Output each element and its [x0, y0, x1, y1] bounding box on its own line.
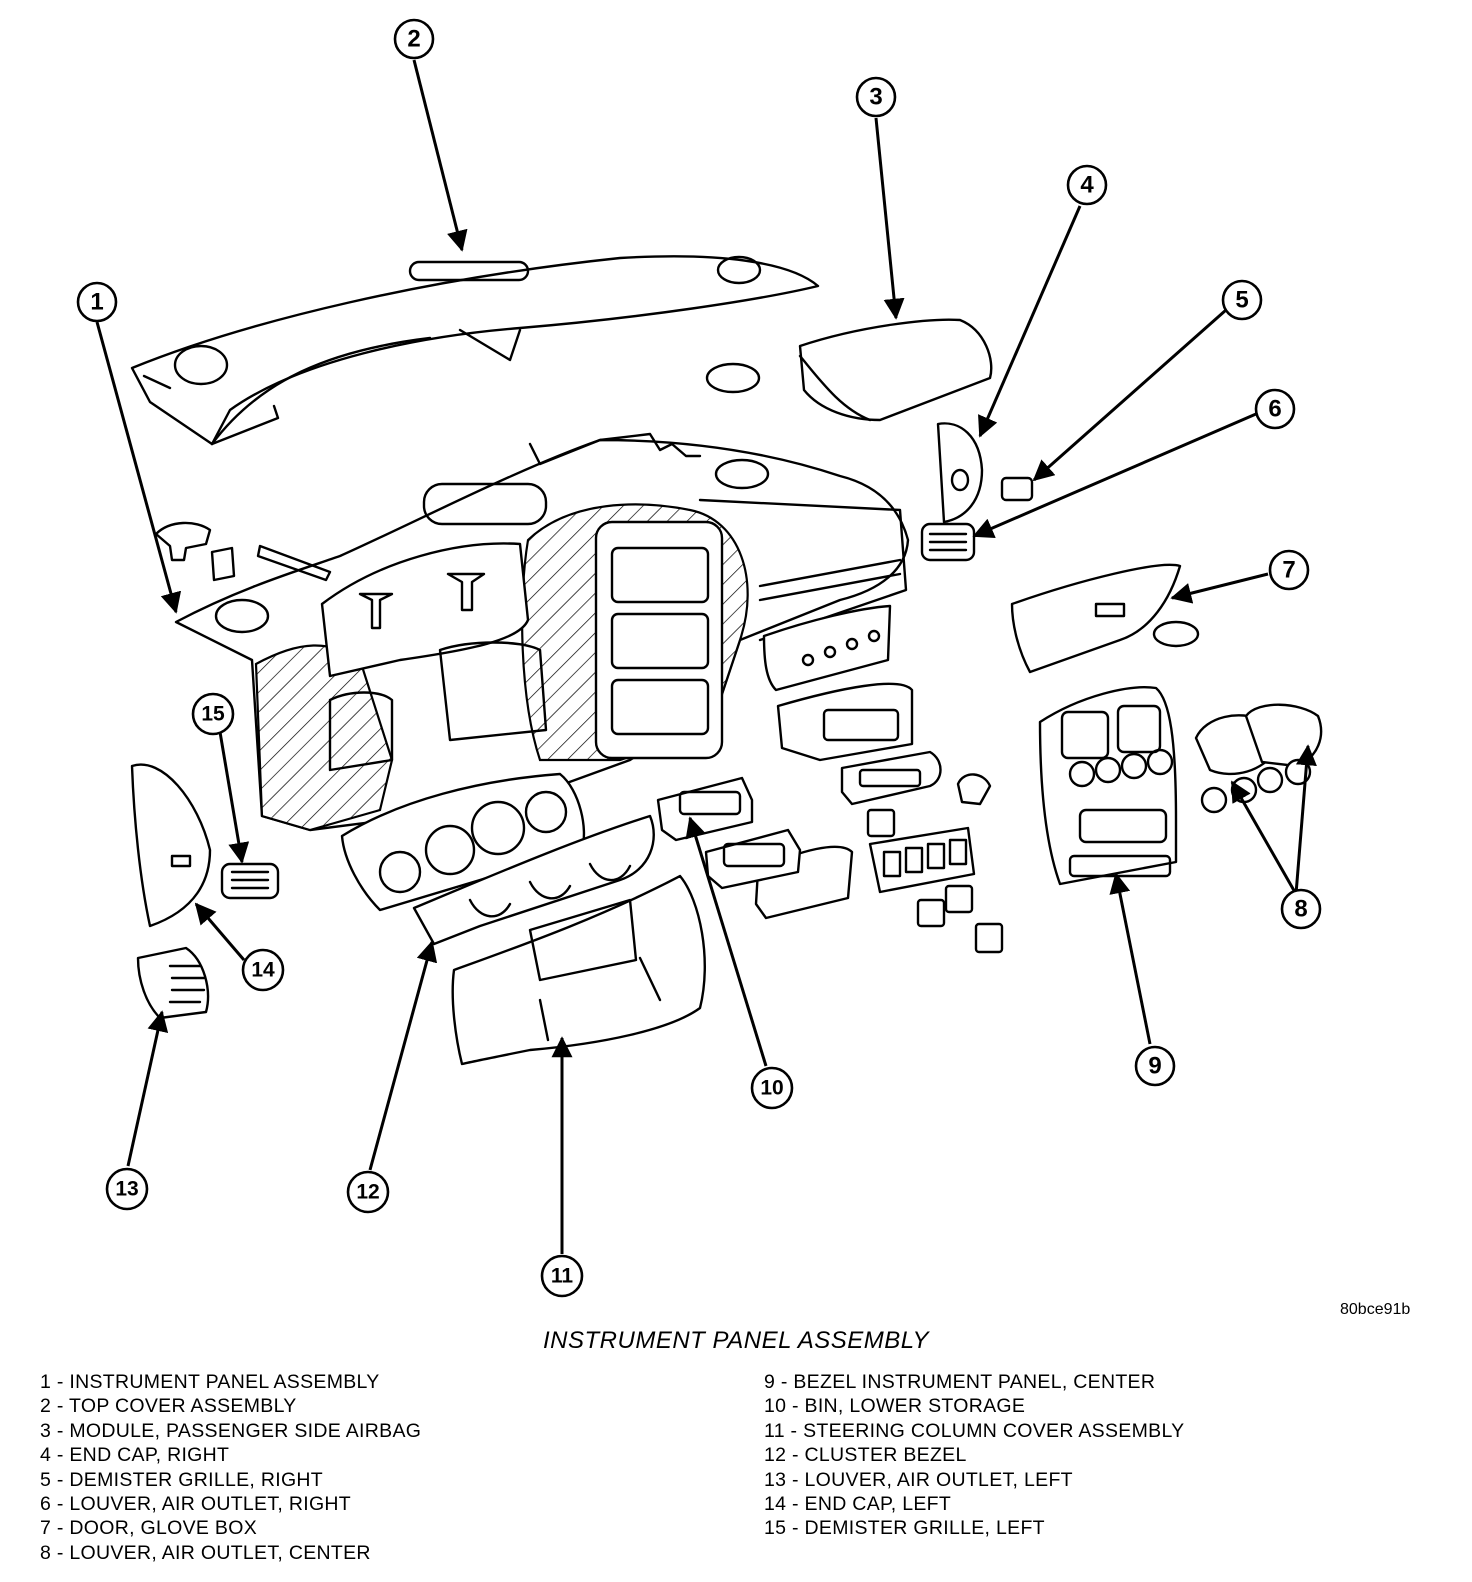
instrument-panel-assembly [174, 432, 910, 832]
figure-code: 80bce91b [1340, 1301, 1411, 1318]
demister-grille-right [1000, 476, 1034, 502]
legend-item: 8 - LOUVER, AIR OUTLET, CENTER [40, 1541, 371, 1564]
figure-title: INSTRUMENT PANEL ASSEMBLY [543, 1327, 929, 1354]
callout-2: 2 [393, 18, 435, 60]
end-cap-left [130, 763, 212, 928]
callout-number: 6 [1268, 396, 1281, 423]
callout-number: 5 [1235, 287, 1248, 314]
legend-item: 9 - BEZEL INSTRUMENT PANEL, CENTER [764, 1371, 1156, 1393]
leader-lines [95, 59, 1317, 1254]
louver-air-outlet-right [920, 522, 976, 562]
legend-left: 1 - INSTRUMENT PANEL ASSEMBLY 2 - TOP CO… [40, 1370, 421, 1565]
passenger-airbag-module [705, 318, 993, 422]
lower-storage-bin [656, 776, 802, 890]
callout-11: 11 [540, 1254, 584, 1298]
callout-13: 13 [105, 1167, 149, 1211]
legend-right: 9 - BEZEL INSTRUMENT PANEL, CENTER 10 - … [764, 1370, 1184, 1541]
legend-item: 2 - TOP COVER ASSEMBLY [40, 1395, 297, 1418]
legend-item: 15 - DEMISTER GRILLE, LEFT [764, 1517, 1045, 1540]
callout-14: 14 [241, 948, 285, 992]
legend-item: 3 - MODULE, PASSENGER SIDE AIRBAG [40, 1419, 422, 1442]
callout-9: 9 [1134, 1045, 1176, 1087]
top-cover-assembly [130, 255, 820, 446]
legend-item: 14 - END CAP, LEFT [764, 1493, 952, 1516]
callout-3: 3 [855, 76, 897, 118]
center-bezel [1038, 686, 1178, 886]
callout-8: 8 [1280, 888, 1322, 930]
callout-number: 7 [1282, 557, 1295, 584]
callout-6: 6 [1254, 388, 1296, 430]
steering-column-cover [451, 874, 706, 1066]
legend-item: 6 - LOUVER, AIR OUTLET, RIGHT [40, 1493, 352, 1516]
callout-7: 7 [1268, 549, 1310, 591]
callout-number: 15 [201, 703, 225, 726]
callout-1: 1 [76, 281, 118, 323]
callout-number: 8 [1294, 896, 1307, 923]
callout-number: 2 [407, 26, 420, 53]
radio-and-switch-stack [754, 604, 1004, 954]
mounting-bracket-left [154, 521, 212, 562]
exploded-view-diagram: 1 2 3 4 5 6 7 8 9 10 11 12 13 14 15 [76, 18, 1323, 1298]
legend-item: 5 - DEMISTER GRILLE, RIGHT [40, 1468, 324, 1491]
callout-4: 4 [1066, 164, 1108, 206]
cluster-bezel [412, 814, 655, 946]
callout-number: 9 [1148, 1053, 1161, 1080]
callout-number: 10 [760, 1077, 783, 1100]
callout-number: 4 [1080, 172, 1094, 199]
legend-item: 11 - STEERING COLUMN COVER ASSEMBLY [764, 1419, 1185, 1442]
center-air-outlet-louvers [1194, 703, 1323, 814]
demister-grille-left [220, 862, 280, 900]
legend-item: 10 - BIN, LOWER STORAGE [764, 1395, 1026, 1418]
callout-12: 12 [346, 1170, 390, 1214]
callout-10: 10 [750, 1066, 794, 1110]
end-cap-right [936, 422, 984, 524]
glove-box-door [1010, 563, 1200, 674]
callout-15: 15 [191, 692, 235, 736]
callout-number: 3 [869, 84, 882, 111]
legend-item: 1 - INSTRUMENT PANEL ASSEMBLY [40, 1371, 380, 1393]
louver-air-outlet-left [136, 946, 210, 1020]
callout-number: 1 [90, 289, 103, 316]
callout-number: 13 [115, 1178, 138, 1201]
legend-item: 4 - END CAP, RIGHT [40, 1444, 230, 1467]
legend-item: 7 - DOOR, GLOVE BOX [40, 1517, 258, 1540]
callout-number: 12 [356, 1181, 379, 1204]
legend-item: 13 - LOUVER, AIR OUTLET, LEFT [764, 1468, 1073, 1491]
callout-5: 5 [1221, 279, 1263, 321]
instrument-cluster [340, 772, 586, 912]
callout-number: 14 [251, 959, 275, 982]
legend-item: 12 - CLUSTER BEZEL [764, 1444, 967, 1467]
callout-number: 11 [551, 1265, 574, 1288]
